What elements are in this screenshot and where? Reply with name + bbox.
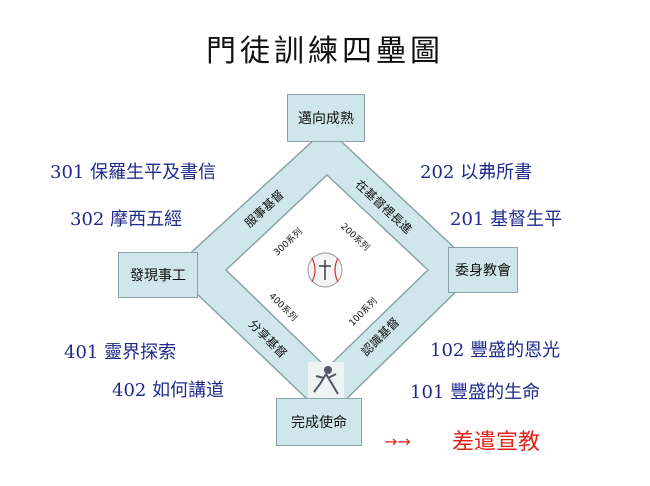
stage-301: 301 保羅生平及書信 xyxy=(50,162,217,183)
stage-202: 202 以弗所書 xyxy=(420,162,533,183)
stage-102: 102 豐盛的恩光 xyxy=(430,340,561,361)
base-left: 發現事工 xyxy=(118,252,198,298)
base-right: 委身教會 xyxy=(448,247,518,293)
stage-402: 402 如何講道 xyxy=(112,380,225,401)
baseball-cross-icon xyxy=(307,252,343,288)
base-top: 邁向成熟 xyxy=(287,94,365,142)
base-bottom: 完成使命 xyxy=(276,398,362,446)
stage-302: 302 摩西五經 xyxy=(70,209,183,230)
mission-text: 差遣宣教 xyxy=(452,430,541,455)
stage-101: 101 豐盛的生命 xyxy=(410,382,541,403)
mission-arrow: →→ xyxy=(384,432,411,451)
stage-201: 201 基督生平 xyxy=(450,209,563,230)
runner-icon xyxy=(308,362,344,398)
stage-401: 401 靈界探索 xyxy=(64,342,177,363)
page-title: 門徒訓練四壘圖 xyxy=(206,34,444,69)
